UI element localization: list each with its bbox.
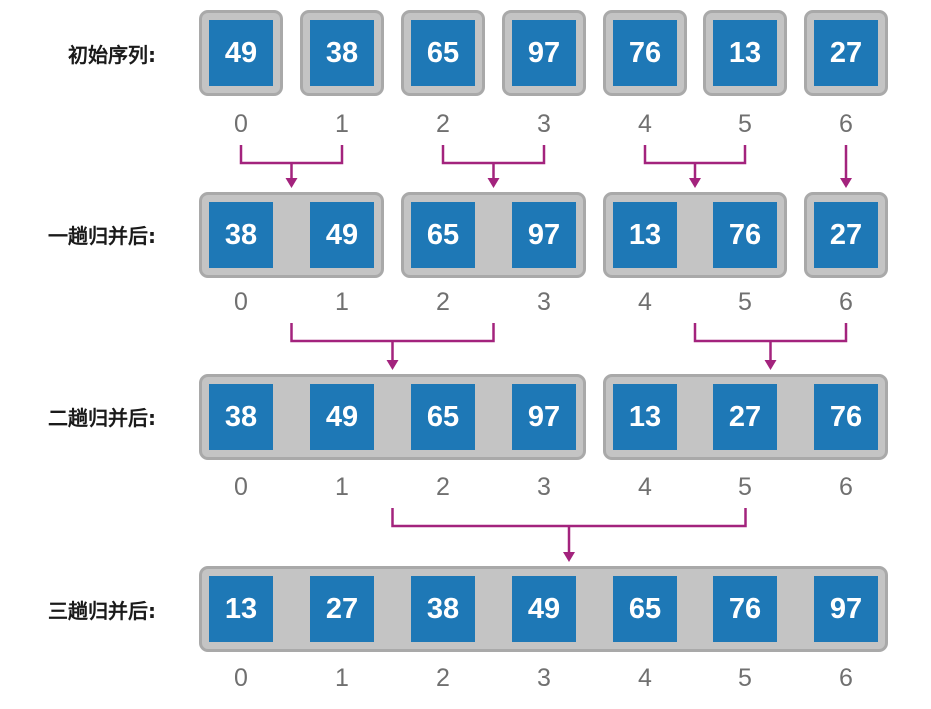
index-label: 3	[537, 664, 551, 692]
merge-bracket	[441, 145, 546, 180]
arrowhead	[487, 178, 500, 188]
value-cell: 65	[411, 20, 475, 86]
stage-label-pass-1: 一趟归并后:	[48, 224, 156, 248]
merge-bracket	[239, 145, 344, 180]
index-label: 4	[638, 110, 652, 138]
value-cell: 97	[814, 576, 878, 642]
value-cell: 97	[512, 20, 576, 86]
arrowhead	[764, 360, 777, 370]
index-label: 0	[234, 473, 248, 501]
value-cell: 49	[310, 202, 374, 268]
stage-0-group-0: 49	[199, 10, 283, 96]
stage-label-pass-2: 二趟归并后:	[48, 406, 156, 430]
value-cell: 27	[713, 384, 777, 450]
stage-0-group-6: 27	[804, 10, 888, 96]
value-cell: 27	[310, 576, 374, 642]
stage-label-pass-3: 三趟归并后:	[48, 599, 156, 623]
value-cell: 49	[310, 384, 374, 450]
index-label: 2	[436, 110, 450, 138]
arrowhead	[285, 178, 298, 188]
index-label: 3	[537, 288, 551, 316]
value-cell: 97	[512, 202, 576, 268]
stage-label-initial: 初始序列:	[68, 43, 156, 67]
value-cell: 13	[613, 202, 677, 268]
index-label: 6	[839, 110, 853, 138]
merge-bracket	[643, 145, 747, 180]
index-label: 0	[234, 664, 248, 692]
index-label: 5	[738, 473, 752, 501]
arrowhead	[386, 360, 399, 370]
value-cell: 76	[713, 576, 777, 642]
value-cell: 13	[209, 576, 273, 642]
index-label: 1	[335, 288, 349, 316]
arrowhead	[563, 552, 575, 562]
index-label: 6	[839, 288, 853, 316]
value-cell: 49	[209, 20, 273, 86]
stage-2-group-1: 13 27 76	[603, 374, 888, 460]
stage-0-group-5: 13	[703, 10, 787, 96]
stage-1-group-2: 13 76	[603, 192, 787, 278]
stage-1-group-3: 27	[804, 192, 888, 278]
value-cell: 38	[209, 202, 273, 268]
arrowhead	[840, 178, 852, 188]
value-cell: 38	[310, 20, 374, 86]
merge-bracket	[290, 323, 495, 362]
arrowhead	[689, 178, 701, 188]
stage-2-group-0: 38 49 65 97	[199, 374, 586, 460]
merge-bracket	[391, 508, 747, 554]
value-cell: 65	[411, 202, 475, 268]
index-label: 0	[234, 110, 248, 138]
value-cell: 76	[814, 384, 878, 450]
value-cell: 76	[713, 202, 777, 268]
index-label: 5	[738, 110, 752, 138]
value-cell: 27	[814, 202, 878, 268]
stage-1-group-0: 38 49	[199, 192, 384, 278]
index-label: 1	[335, 664, 349, 692]
value-cell: 38	[411, 576, 475, 642]
value-cell: 49	[512, 576, 576, 642]
index-label: 6	[839, 664, 853, 692]
index-label: 4	[638, 664, 652, 692]
merge-bracket	[693, 323, 848, 362]
value-cell: 13	[613, 384, 677, 450]
value-cell: 97	[512, 384, 576, 450]
index-label: 5	[738, 664, 752, 692]
index-label: 2	[436, 664, 450, 692]
value-cell: 27	[814, 20, 878, 86]
stage-1-group-1: 65 97	[401, 192, 586, 278]
value-cell: 38	[209, 384, 273, 450]
index-label: 4	[638, 473, 652, 501]
index-label: 5	[738, 288, 752, 316]
index-label: 2	[436, 288, 450, 316]
index-label: 2	[436, 473, 450, 501]
stage-0-group-4: 76	[603, 10, 687, 96]
index-label: 6	[839, 473, 853, 501]
value-cell: 76	[613, 20, 677, 86]
value-cell: 65	[613, 576, 677, 642]
stage-0-group-3: 97	[502, 10, 586, 96]
index-label: 0	[234, 288, 248, 316]
index-label: 1	[335, 473, 349, 501]
value-cell: 13	[713, 20, 777, 86]
stage-0-group-2: 65	[401, 10, 485, 96]
index-label: 1	[335, 110, 349, 138]
stage-3-group-0: 13 27 38 49 65 76 97	[199, 566, 888, 652]
index-label: 3	[537, 473, 551, 501]
stage-0-group-1: 38	[300, 10, 384, 96]
value-cell: 65	[411, 384, 475, 450]
index-label: 3	[537, 110, 551, 138]
index-label: 4	[638, 288, 652, 316]
